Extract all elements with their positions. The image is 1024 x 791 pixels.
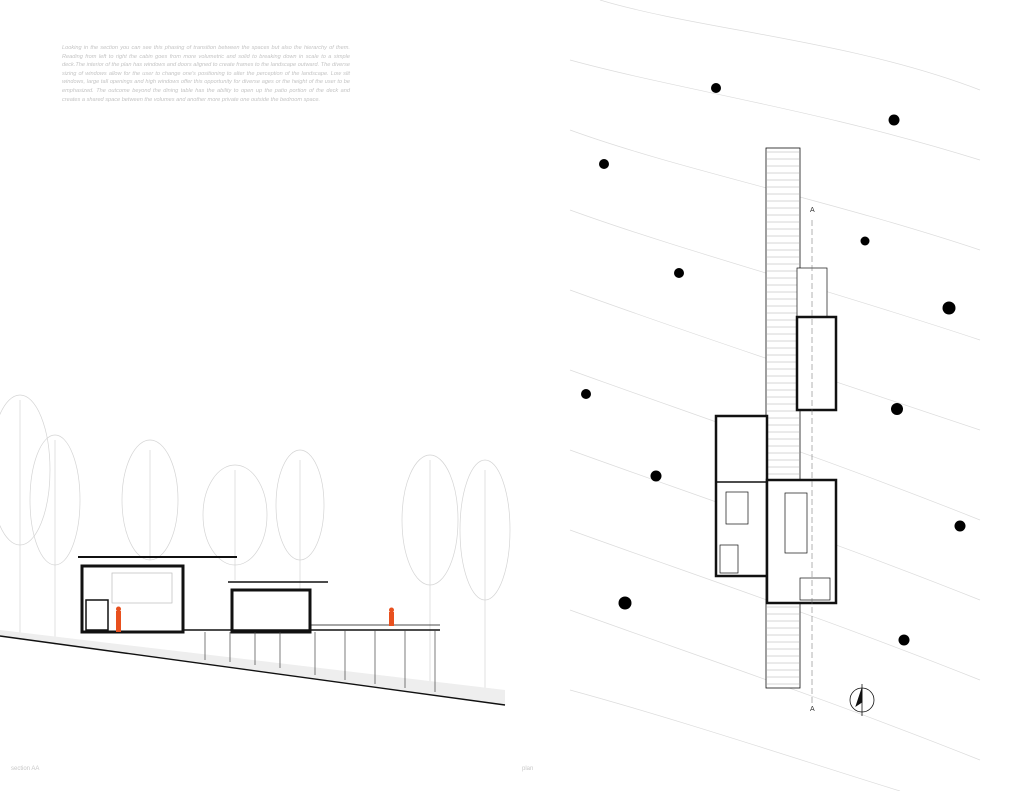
section-mark-bottom: A (810, 706, 815, 713)
trees-background (0, 394, 511, 700)
section-ground (0, 630, 506, 706)
section-mark-top: A (810, 207, 815, 214)
plan-trees (581, 83, 966, 646)
section-caption: section AA (11, 766, 40, 772)
human-figures (116, 606, 394, 632)
section-drawing (0, 394, 511, 700)
description-paragraph: Looking in the section you can see this … (62, 45, 350, 103)
plan-building (714, 147, 838, 705)
section-cabin (78, 556, 440, 692)
north-arrow-icon (849, 684, 875, 716)
plan-caption: plan (522, 766, 534, 772)
plan-contours (569, 0, 981, 791)
